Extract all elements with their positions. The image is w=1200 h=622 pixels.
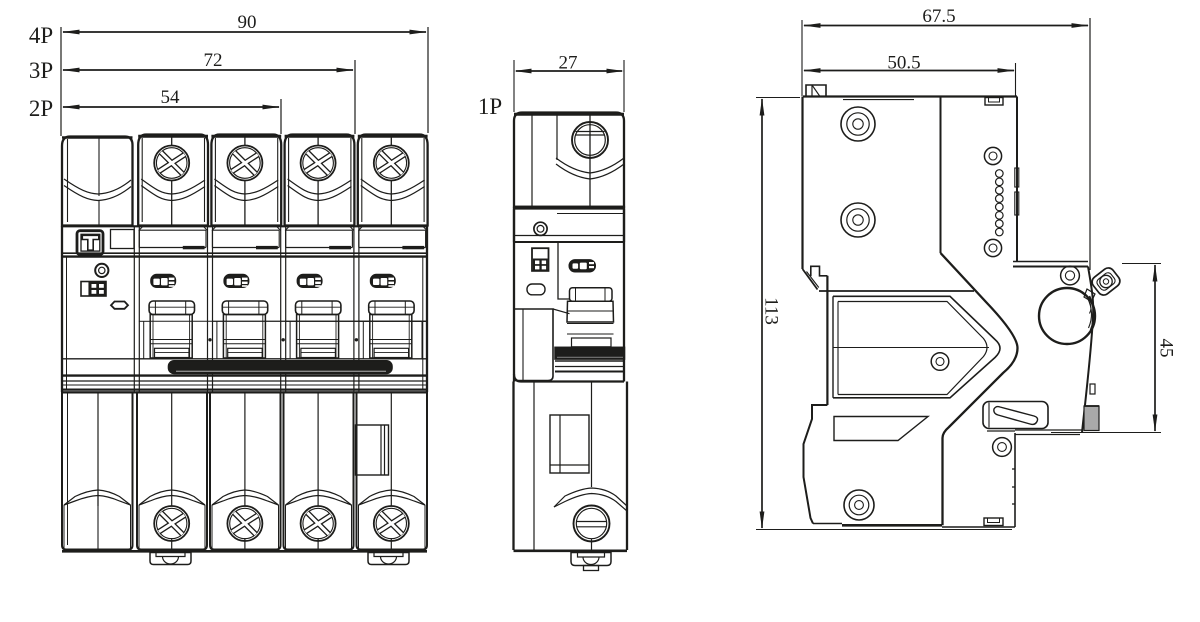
svg-text:67.5: 67.5 (922, 6, 955, 27)
svg-text:2P: 2P (29, 96, 53, 121)
svg-text:50.5: 50.5 (887, 53, 920, 74)
svg-text:90: 90 (238, 12, 257, 33)
svg-text:113: 113 (761, 297, 782, 325)
svg-text:27: 27 (559, 53, 578, 74)
svg-text:54: 54 (161, 87, 181, 108)
svg-text:1P: 1P (478, 94, 502, 119)
svg-text:4P: 4P (29, 23, 53, 48)
svg-text:72: 72 (204, 50, 223, 71)
svg-text:45: 45 (1156, 339, 1177, 358)
svg-text:3P: 3P (29, 58, 53, 83)
